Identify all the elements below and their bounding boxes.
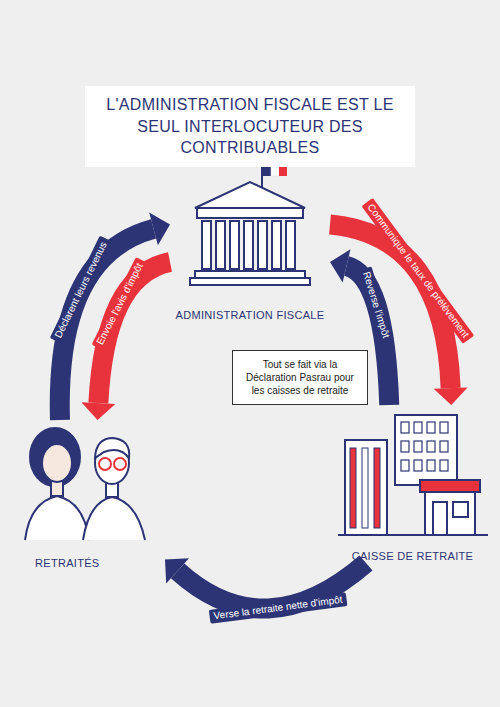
window bbox=[414, 460, 422, 471]
retirees-figure-part bbox=[95, 438, 129, 458]
pension-fund-buildings-part bbox=[338, 534, 488, 536]
node-label: ADMINISTRATION FISCALE bbox=[170, 308, 330, 322]
facade-stripe bbox=[350, 448, 356, 528]
window bbox=[427, 422, 435, 433]
retirees-figure-part bbox=[25, 496, 89, 540]
arrow-head bbox=[165, 558, 189, 583]
tax-office-building-part bbox=[195, 271, 305, 278]
pasrau-note-box: Tout se fait via la Déclaration Pasrau p… bbox=[232, 350, 368, 405]
tax-office-building-part bbox=[197, 208, 303, 218]
column bbox=[216, 221, 225, 269]
pension-fund-buildings-part bbox=[395, 415, 457, 485]
tax-office-building-part bbox=[195, 182, 305, 208]
pension-fund-buildings-part bbox=[420, 480, 480, 492]
retirees-node: RETRAITÉS bbox=[15, 420, 165, 570]
tax-office-building-part bbox=[202, 221, 295, 269]
pension-fund-buildings-part bbox=[350, 448, 380, 528]
tax-office-building-part bbox=[190, 278, 310, 285]
arrow-label: Reverse l'impôt bbox=[358, 267, 394, 344]
window bbox=[414, 422, 422, 433]
retirees-figure bbox=[25, 428, 145, 540]
column bbox=[202, 221, 211, 269]
pension-fund-node: CAISSE DE RETRAITE bbox=[335, 405, 490, 563]
tax-office-node: ADMINISTRATION FISCALE bbox=[170, 172, 330, 322]
retirees-figure-part bbox=[99, 458, 111, 470]
arrow-head bbox=[330, 249, 350, 282]
window bbox=[440, 460, 448, 471]
retirees-figure-part bbox=[83, 497, 145, 540]
retirees-figure-part bbox=[30, 428, 80, 486]
pension-fund-buildings bbox=[338, 415, 488, 535]
node-label: CAISSE DE RETRAITE bbox=[335, 549, 490, 563]
pension-fund-buildings-part bbox=[401, 422, 448, 471]
pension-fund-buildings-part bbox=[425, 490, 475, 535]
tax-office-building-part bbox=[261, 164, 263, 188]
column bbox=[272, 221, 281, 269]
pension-fund-buildings-part bbox=[433, 502, 447, 535]
facade-stripe bbox=[362, 448, 368, 528]
pension-fund-buildings-part bbox=[345, 440, 387, 535]
window bbox=[440, 441, 448, 452]
diagram-title: L'ADMINISTRATION FISCALE EST LE SEUL INT… bbox=[97, 94, 403, 159]
arrow-head bbox=[149, 212, 170, 245]
column bbox=[244, 221, 253, 269]
facade-stripe bbox=[374, 448, 380, 528]
pension-fund-buildings-part bbox=[453, 502, 468, 517]
column bbox=[286, 221, 295, 269]
window bbox=[414, 441, 422, 452]
window bbox=[401, 460, 409, 471]
node-label: RETRAITÉS bbox=[35, 556, 165, 570]
window bbox=[440, 422, 448, 433]
arrow-head bbox=[81, 402, 115, 420]
flow-arrow bbox=[60, 212, 170, 420]
column bbox=[258, 221, 267, 269]
window bbox=[427, 441, 435, 452]
window bbox=[401, 422, 409, 433]
column bbox=[230, 221, 239, 269]
arrow-head bbox=[434, 387, 468, 405]
title-band: L'ADMINISTRATION FISCALE EST LE SEUL INT… bbox=[85, 86, 415, 167]
window bbox=[401, 441, 409, 452]
window bbox=[427, 460, 435, 471]
retirees-figure-part bbox=[42, 444, 72, 482]
tax-office-building bbox=[190, 164, 310, 285]
retirees-figure-part bbox=[114, 458, 126, 470]
note-text: Tout se fait via la Déclaration Pasrau p… bbox=[241, 358, 359, 397]
